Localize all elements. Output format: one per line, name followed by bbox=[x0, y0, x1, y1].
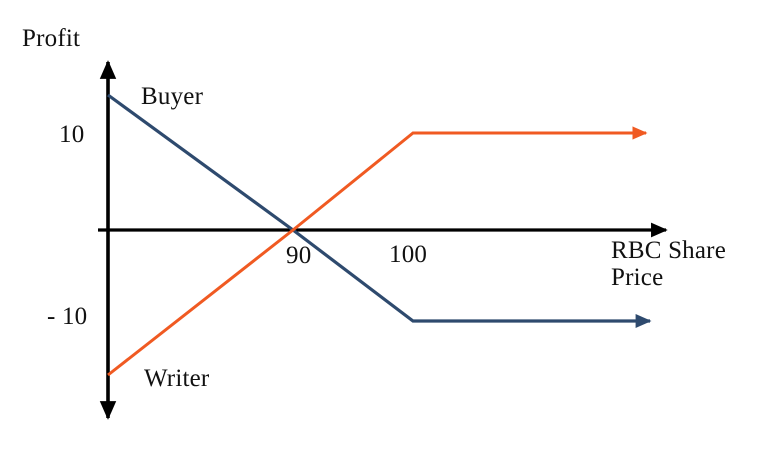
series-label-buyer: Buyer bbox=[141, 83, 204, 110]
writer-payoff-line bbox=[107, 126, 648, 377]
buyer-payoff-line bbox=[107, 93, 652, 329]
x-axis-title-line1: RBC Share bbox=[611, 237, 726, 264]
x-tick-label-90: 90 bbox=[286, 242, 312, 269]
series-label-writer: Writer bbox=[144, 365, 210, 392]
y-axis-title: Profit bbox=[22, 25, 81, 52]
x-axis-title-line2: Price bbox=[611, 263, 664, 291]
y-tick-label-10: 10 bbox=[59, 121, 85, 148]
y-tick-label-minus-10: - 10 bbox=[47, 303, 88, 330]
x-tick-label-100: 100 bbox=[389, 241, 428, 268]
